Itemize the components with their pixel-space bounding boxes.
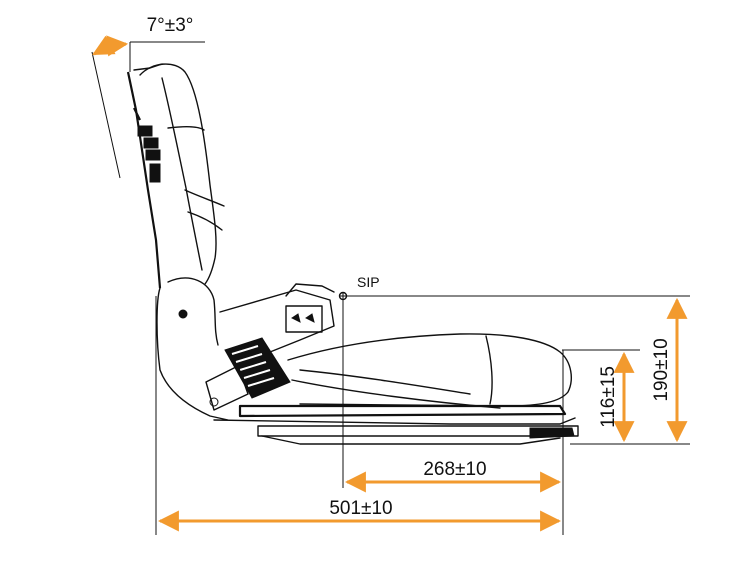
length-501-label: 501±10 <box>329 498 392 519</box>
length-268-label: 268±10 <box>423 459 486 480</box>
sip-marker <box>338 291 348 301</box>
backrest-cushion <box>139 63 217 285</box>
seat-rails <box>213 404 579 445</box>
angle-arrow <box>92 35 129 57</box>
dimension-lines <box>92 35 688 532</box>
backrest-adjuster <box>133 107 161 183</box>
recline-mechanism <box>205 283 335 411</box>
seat-cushion <box>287 333 572 407</box>
angle-label: 7°±3° <box>147 15 194 36</box>
hinge-bolt <box>178 309 188 319</box>
height-190-label: 190±10 <box>651 338 672 401</box>
reference-lines <box>91 41 690 535</box>
hinge-housing <box>156 287 229 421</box>
height-116-label: 116±15 <box>598 366 619 428</box>
seat-outline <box>126 63 579 445</box>
sip-label: SIP <box>357 274 380 290</box>
